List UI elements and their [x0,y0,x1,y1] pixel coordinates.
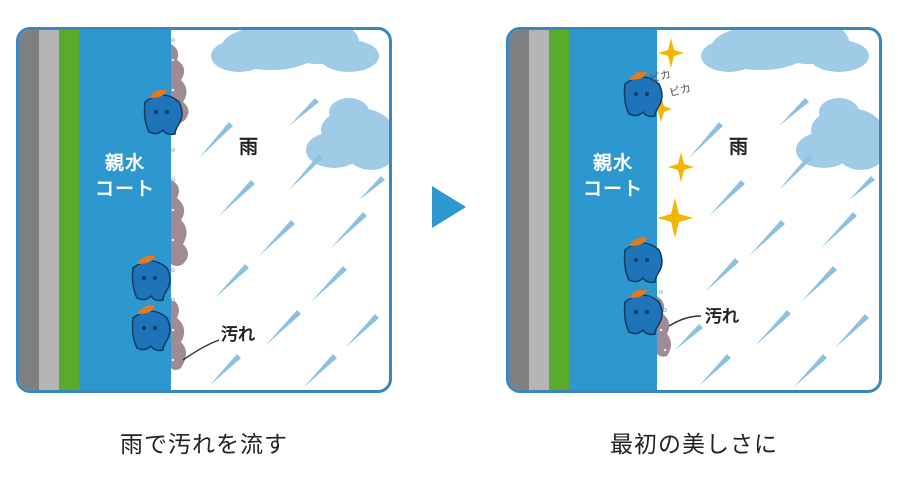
rain-label: 雨 [239,136,259,158]
coat-label-line2: コート [582,178,643,200]
coat-label: 親水 コート [79,150,171,202]
cloud-icon [211,30,379,72]
mascot-icon [623,289,663,336]
rain-scene-right [623,30,879,388]
cloud-icon [701,30,869,72]
wall-layer-dark [509,30,529,390]
sparkle-icon [668,152,694,182]
caption-before: 雨で汚れを流す [120,432,288,458]
dirt-deposits [171,44,189,370]
mascot-icon [623,237,663,284]
coat-label: 親水 コート [569,150,657,202]
caption-after: 最初の美しさに [610,432,778,458]
raindrops [675,98,875,388]
sparkle-icon [658,38,684,68]
rain-label: 雨 [729,136,749,158]
wall-layer-light [39,30,59,390]
mascot-icon [623,71,663,118]
coat-label-line1: 親水 [592,152,633,174]
sparkle-icon [657,198,693,238]
raindrops [199,98,385,388]
cloud-icon [306,98,389,170]
dirt-leader-line [182,339,220,361]
panel-after: 親水 コート ピカ ピカ 雨 汚れ [506,27,882,393]
wall-layer-green [59,30,79,390]
dirt-label: 汚れ [705,307,739,327]
surface-dots [659,290,667,352]
wall-layer-dark [19,30,39,390]
mascot-icon [131,255,171,302]
coat-label-line2: コート [94,178,155,200]
wall-layer-green [549,30,569,390]
arrow-right-icon [432,186,466,228]
rain-scene-left [131,30,389,388]
mascot-icon [131,305,171,352]
panel-before: 親水 コート 雨 汚れ [16,27,392,393]
coat-label-line1: 親水 [104,152,145,174]
mascot-icon [143,89,183,136]
sparkle-icon [650,96,672,122]
dirt-label: 汚れ [221,325,255,345]
dirt-leader-line [668,315,702,327]
wall-layer-light [529,30,549,390]
